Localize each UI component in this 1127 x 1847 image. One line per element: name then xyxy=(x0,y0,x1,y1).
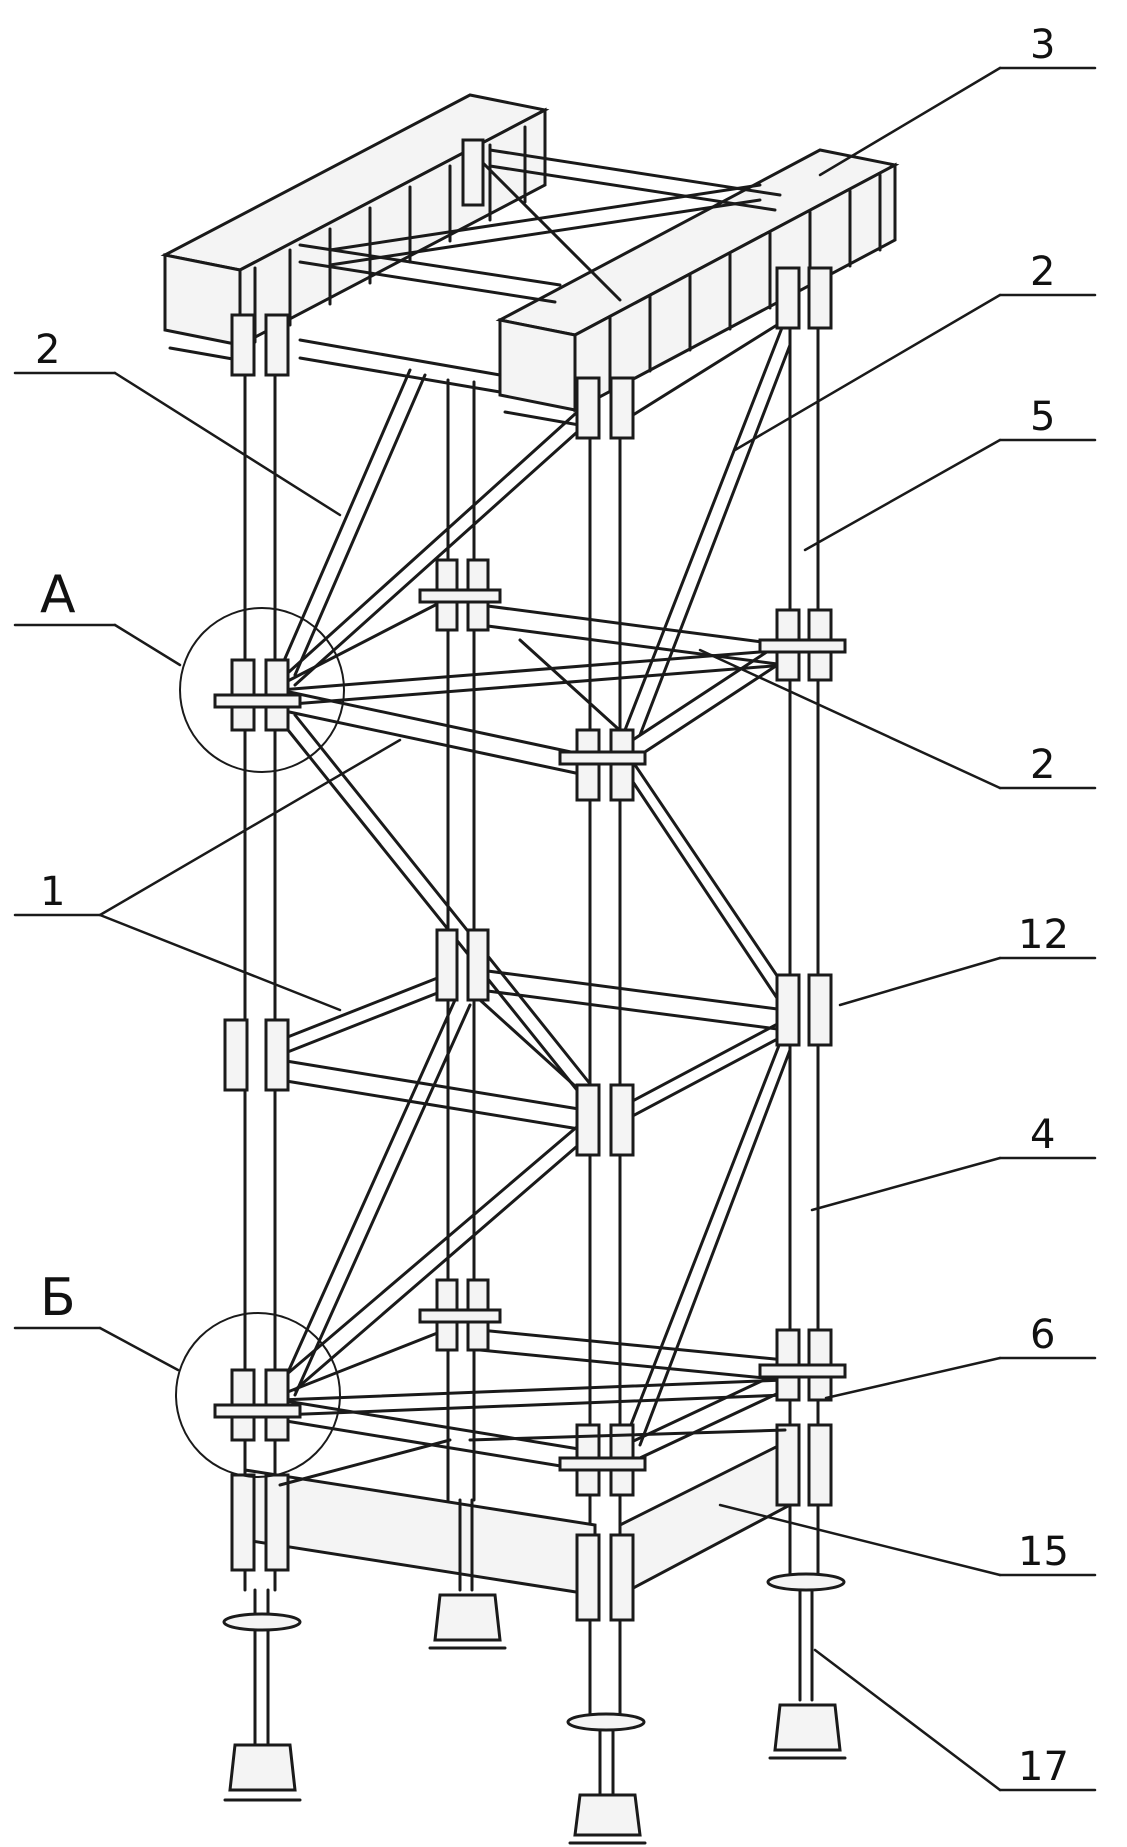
callout-2-upper-right: 2 xyxy=(1030,249,1055,295)
horizontal-frame-lower xyxy=(278,1328,787,1472)
callout-a: А xyxy=(40,565,76,625)
detail-circle-a xyxy=(179,607,345,773)
callout-3-top: 3 xyxy=(1030,22,1055,68)
top-beam-left xyxy=(160,93,550,364)
callout-2-left: 2 xyxy=(35,327,60,373)
screw-jacks xyxy=(222,1498,846,1802)
diagonal-braces xyxy=(278,318,792,1447)
top-frame xyxy=(298,148,782,394)
base-plates xyxy=(223,1593,847,1845)
callout-12: 12 xyxy=(1018,912,1069,958)
detail-circle-b xyxy=(175,1312,341,1478)
callout-1: 1 xyxy=(40,869,65,915)
callout-17: 17 xyxy=(1018,1744,1069,1790)
node-clamps xyxy=(213,138,847,1497)
callout-2-mid-right: 2 xyxy=(1030,742,1055,788)
top-beam-right xyxy=(495,148,900,428)
bottom-frame xyxy=(230,1423,833,1622)
post-front-right xyxy=(588,403,622,1722)
callout-labels: 3 2 2 5 А 2 1 12 4 Б 6 15 17 xyxy=(35,22,1069,1790)
callout-4: 4 xyxy=(1030,1112,1055,1158)
callout-b: Б xyxy=(40,1268,76,1328)
callout-6: 6 xyxy=(1030,1312,1055,1358)
callout-15: 15 xyxy=(1018,1529,1069,1575)
leader-lines xyxy=(13,66,1097,1792)
horizontal-frame-middle xyxy=(278,968,787,1132)
callout-5: 5 xyxy=(1030,394,1055,440)
horizontal-frame-upper xyxy=(278,598,787,777)
